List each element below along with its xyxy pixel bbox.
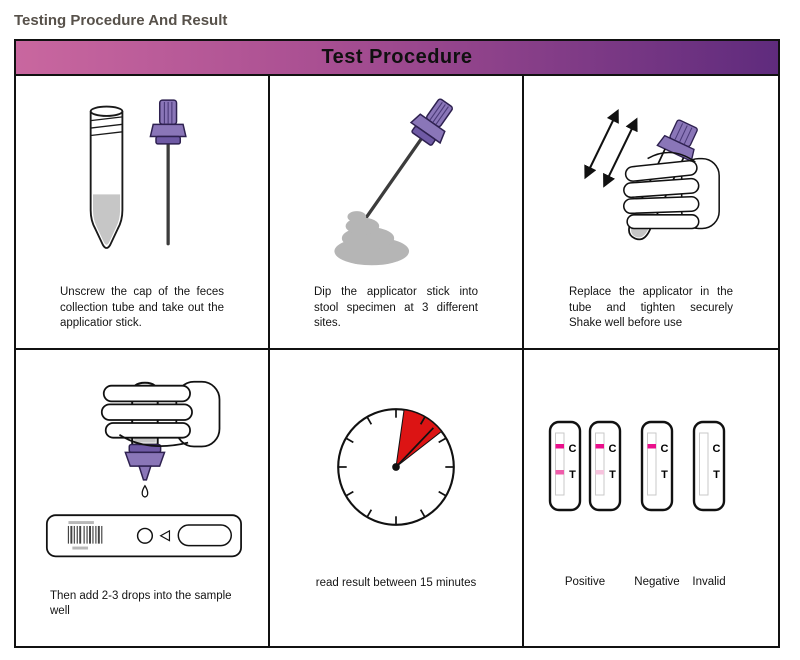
- add-drops-illustration: [29, 358, 255, 589]
- step-cell-dip-applicator: Dip the applicator stick into stool spec…: [270, 76, 524, 350]
- cassette-positive-1: C T: [548, 420, 582, 512]
- step-caption-unscrew-cap: Unscrew the cap of the feces collection …: [60, 286, 224, 330]
- result-labels: Positive Negative Invalid: [536, 576, 766, 592]
- feces-collection-tube: [89, 105, 124, 249]
- table-header-title: Test Procedure: [321, 46, 473, 68]
- cassette-negative: C T: [640, 420, 674, 512]
- cap-ribs: [163, 101, 173, 124]
- step-cell-replace-and-shake: Replace the applicator in the tube and t…: [524, 76, 778, 350]
- procedure-table: Test Procedure: [14, 39, 780, 648]
- timer-clock-svg: [337, 408, 455, 527]
- add-drops-svg: [45, 381, 242, 558]
- step-cell-interpret-result: C T C T: [524, 350, 778, 646]
- cap-ribs: [674, 122, 693, 144]
- result-label-positive: Positive: [564, 576, 606, 588]
- cassette-print-top: [68, 521, 94, 525]
- test-letter: T: [609, 469, 616, 481]
- result-label-negative: Negative: [634, 576, 680, 588]
- shake-tube-svg: [584, 108, 720, 240]
- control-line: [647, 444, 656, 449]
- step-caption-read-result: read result between 15 minutes: [315, 577, 477, 590]
- step-caption-dip-applicator: Dip the applicator stick into stool spec…: [314, 286, 478, 330]
- well-arrow-icon: [159, 530, 171, 543]
- control-letter: C: [569, 443, 577, 455]
- hand: [622, 151, 720, 229]
- test-cassette: [45, 514, 242, 558]
- stool-specimen: [334, 210, 410, 265]
- liquid-drop: [141, 485, 149, 499]
- procedure-grid: Unscrew the cap of the feces collection …: [16, 76, 778, 646]
- test-letter: T: [661, 469, 668, 481]
- dropper-cap: [124, 444, 166, 482]
- test-line: [555, 470, 564, 475]
- cassette-positive-2: C T: [588, 420, 622, 512]
- result-label-invalid: Invalid: [692, 576, 726, 588]
- step-cell-unscrew-cap: Unscrew the cap of the feces collection …: [16, 76, 270, 350]
- timer-clock-illustration: [306, 358, 486, 576]
- page-title: Testing Procedure And Result: [14, 12, 228, 29]
- tube-and-applicator-illustration: [47, 84, 237, 285]
- result-cassettes-illustration: C T C T: [536, 358, 766, 576]
- table-header: Test Procedure: [16, 41, 778, 76]
- step-caption-add-drops: Then add 2-3 drops into the sample well: [50, 589, 232, 618]
- clock-ticks: [338, 409, 454, 526]
- control-line: [595, 444, 604, 449]
- clock-center-dot: [392, 463, 400, 472]
- barcode: [67, 526, 103, 545]
- control-line: [555, 444, 564, 449]
- shake-tube-illustration: [556, 84, 746, 285]
- shake-arrows-icon: [584, 108, 638, 188]
- test-letter: T: [713, 469, 720, 481]
- cassette-invalid: C T: [692, 420, 726, 512]
- cap-ribs: [429, 101, 449, 125]
- control-letter: C: [713, 443, 721, 455]
- result-cassettes-svg: C T C T: [548, 420, 726, 512]
- tube-and-applicator-svg: [89, 99, 187, 249]
- step-cell-add-drops: Then add 2-3 drops into the sample well: [16, 350, 270, 646]
- hand: [100, 381, 221, 448]
- clock-hand: [395, 427, 435, 468]
- applicator-in-stool-svg: [334, 98, 453, 265]
- applicator-in-stool-illustration: [301, 84, 491, 285]
- control-letter: C: [609, 443, 617, 455]
- sample-well: [136, 528, 154, 545]
- control-letter: C: [661, 443, 669, 455]
- test-line-faint: [595, 470, 604, 475]
- test-letter: T: [569, 469, 576, 481]
- result-window: [177, 524, 233, 547]
- tube-liquid: [93, 194, 121, 245]
- cassette-print-bottom: [72, 547, 89, 550]
- applicator-cap-and-stick: [149, 99, 187, 246]
- step-caption-replace-and-shake: Replace the applicator in the tube and t…: [569, 286, 733, 330]
- step-cell-read-result: read result between 15 minutes: [270, 350, 524, 646]
